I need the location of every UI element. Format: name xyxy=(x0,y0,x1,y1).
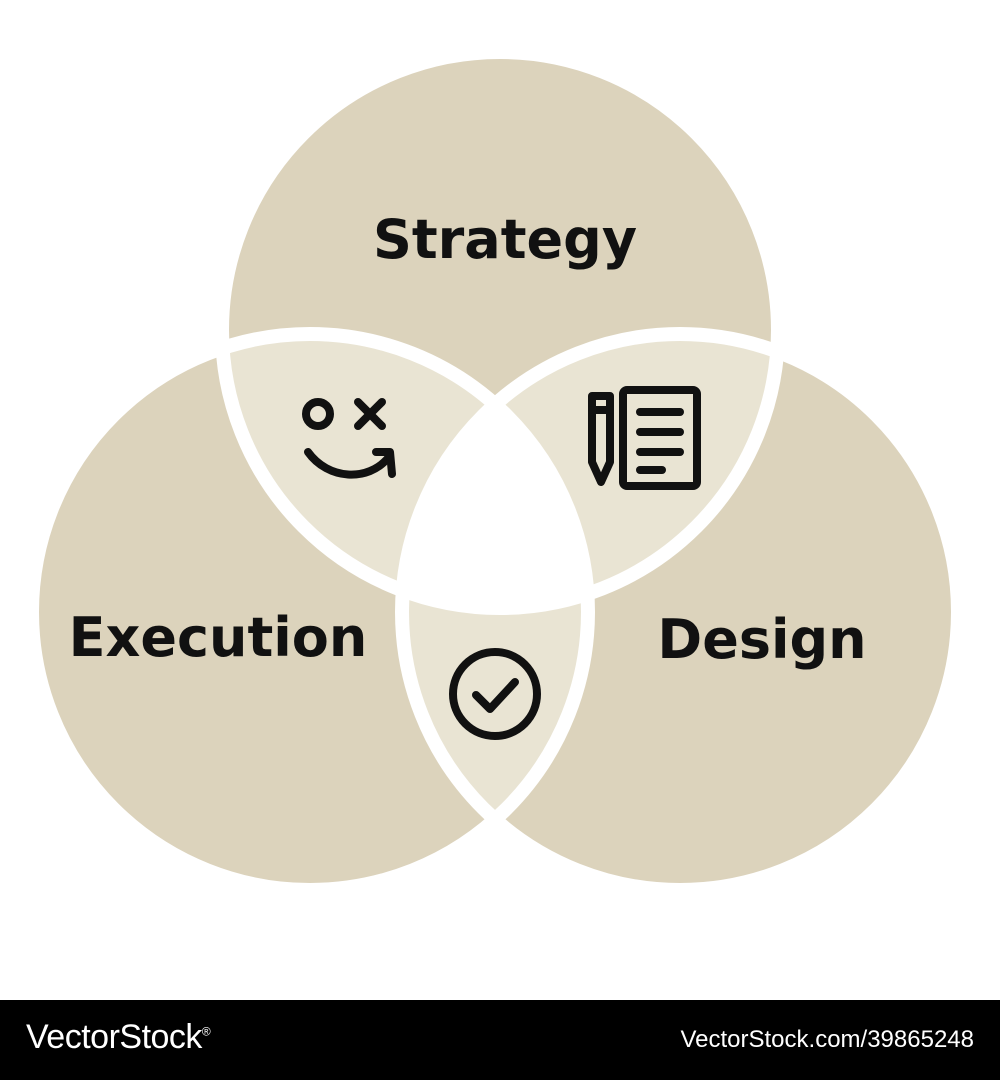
vectorstock-logo: VectorStock® xyxy=(26,1018,211,1057)
checkmark-circle-icon xyxy=(449,648,541,740)
stock-id: VectorStock.com/39865248 xyxy=(680,1026,974,1053)
label-strategy: Strategy xyxy=(373,208,637,271)
brand-name: VectorStock xyxy=(26,1018,202,1056)
label-execution: Execution xyxy=(69,606,368,669)
circle-outlines xyxy=(25,45,965,897)
pencil-notepad-icon xyxy=(588,386,701,490)
game-plan-icon xyxy=(302,398,396,479)
label-design: Design xyxy=(657,608,866,671)
overlap-center xyxy=(402,334,588,608)
watermark-footer: VectorStock® VectorStock.com/39865248 xyxy=(0,1000,1000,1080)
registered-mark: ® xyxy=(201,1024,211,1039)
venn-diagram: Strategy Execution Design xyxy=(25,45,965,897)
